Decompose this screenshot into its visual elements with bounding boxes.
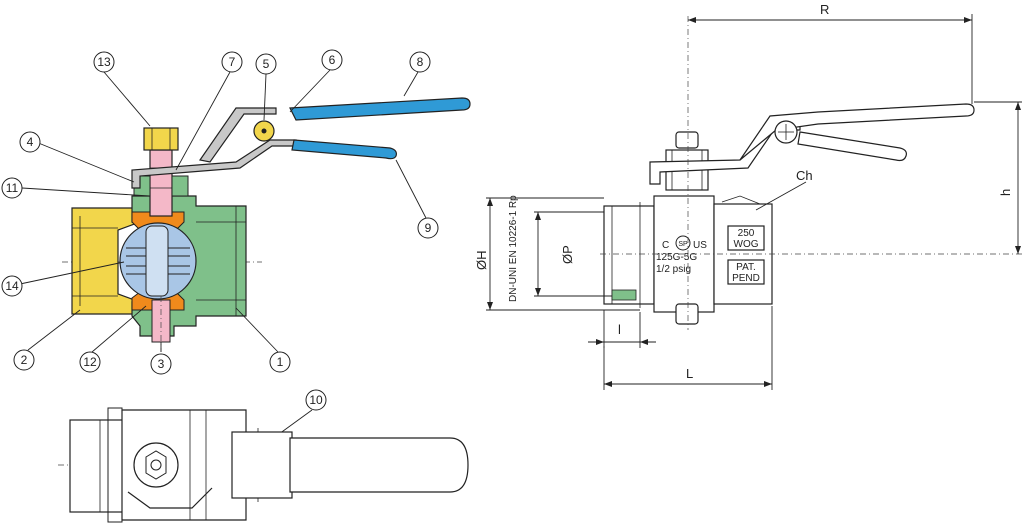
svg-text:7: 7 xyxy=(229,55,236,69)
dim-R: R xyxy=(820,2,829,17)
svg-text:PEND: PEND xyxy=(732,273,760,284)
dim-Ch: Ch xyxy=(796,168,813,183)
svg-text:10: 10 xyxy=(309,393,323,407)
stem xyxy=(149,149,173,217)
upper-grip xyxy=(289,97,471,121)
dimension-labels: R h Ch ØH ØP l L DN-UNI EN 10226-1 Rp xyxy=(474,2,1013,381)
svg-text:125G-5G: 125G-5G xyxy=(656,252,697,263)
callout-8: 8 xyxy=(409,51,431,73)
svg-text:SP: SP xyxy=(678,241,688,248)
lower-grip xyxy=(291,139,397,160)
svg-text:9: 9 xyxy=(425,221,432,235)
dim-l: l xyxy=(618,322,621,337)
svg-text:US: US xyxy=(693,240,707,251)
callout-7: 7 xyxy=(221,51,243,73)
svg-text:1: 1 xyxy=(277,355,284,369)
side-view: C SP US 125G-5G 1/2 psig 250 WOG PAT. PE… xyxy=(600,16,1024,330)
svg-text:12: 12 xyxy=(83,355,97,369)
svg-text:14: 14 xyxy=(5,279,19,293)
svg-text:4: 4 xyxy=(27,135,34,149)
svg-text:5: 5 xyxy=(263,57,270,71)
thread-standard: DN-UNI EN 10226-1 Rp xyxy=(508,195,519,302)
svg-text:WOG: WOG xyxy=(734,239,759,250)
svg-text:PAT.: PAT. xyxy=(736,262,756,273)
dim-h: h xyxy=(998,189,1013,196)
lever-upper xyxy=(198,107,277,163)
callout-5: 5 xyxy=(255,53,277,75)
svg-text:13: 13 xyxy=(97,55,111,69)
callout-3: 3 xyxy=(150,353,172,375)
callout-4: 4 xyxy=(19,131,41,153)
callout-2: 2 xyxy=(13,349,35,371)
dim-OP: ØP xyxy=(560,245,575,264)
callout-11: 11 xyxy=(1,177,23,199)
callout-13: 13 xyxy=(93,51,115,73)
svg-text:3: 3 xyxy=(158,357,165,371)
section-view xyxy=(62,97,471,352)
dim-OH: ØH xyxy=(474,251,489,271)
callout-6: 6 xyxy=(321,49,343,71)
svg-text:6: 6 xyxy=(329,53,336,67)
top-view xyxy=(58,407,470,523)
svg-text:8: 8 xyxy=(417,55,424,69)
svg-text:1/2 psig: 1/2 psig xyxy=(656,264,691,275)
dim-L: L xyxy=(686,366,693,381)
svg-text:11: 11 xyxy=(6,181,19,195)
side-end-left xyxy=(603,205,655,305)
callout-10: 10 xyxy=(305,389,327,411)
svg-text:C: C xyxy=(662,240,669,251)
callout-12: 12 xyxy=(79,351,101,373)
svg-text:250: 250 xyxy=(738,228,755,239)
callout-14: 14 xyxy=(1,275,23,297)
callout-9: 9 xyxy=(417,217,439,239)
svg-text:2: 2 xyxy=(21,353,28,367)
callout-1: 1 xyxy=(269,351,291,373)
callout-bubbles: 13 4 11 14 2 12 3 1 7 5 6 8 9 10 xyxy=(1,49,439,411)
stem-nut xyxy=(143,127,179,151)
dimension-lines xyxy=(486,14,1022,390)
